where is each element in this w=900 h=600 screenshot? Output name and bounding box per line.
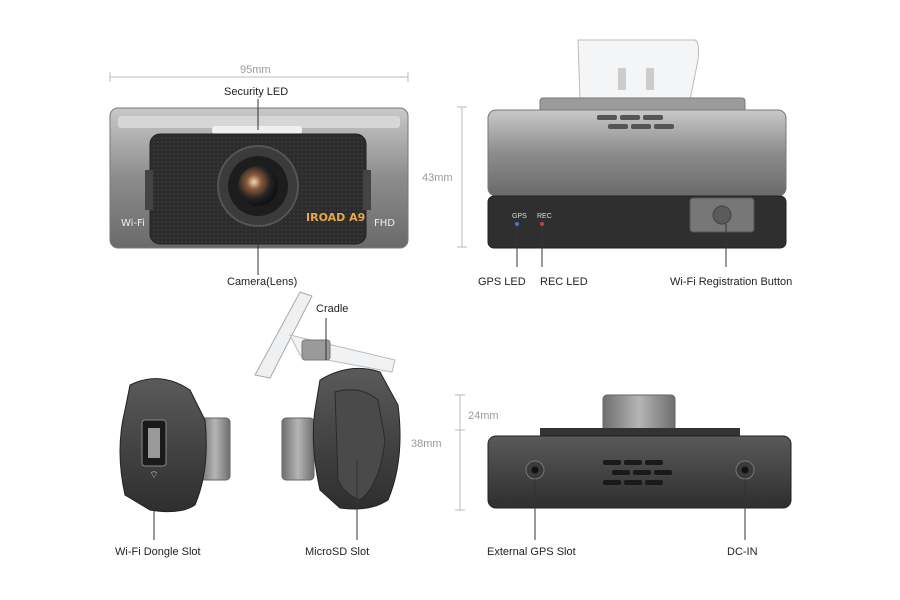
brand-logo: IROAD A9 — [306, 211, 365, 224]
height-dimension: 43mm — [422, 172, 453, 184]
front-view: IROAD A9 Wi-Fi FHD — [109, 72, 409, 275]
rec-led-label: REC LED — [540, 276, 588, 288]
external-gps-slot-label: External GPS Slot — [487, 546, 576, 558]
wifi-mark: Wi-Fi — [121, 218, 145, 229]
side-view-right — [254, 291, 401, 540]
gps-led-label: GPS LED — [478, 276, 526, 288]
gps-mark: GPS — [512, 213, 527, 220]
wifi-dongle-slot-label: Wi-Fi Dongle Slot — [115, 546, 201, 558]
depth-top-dimension: 24mm — [468, 410, 499, 422]
wifi-registration-button-label: Wi-Fi Registration Button — [670, 276, 793, 288]
microsd-slot-label: MicroSD Slot — [305, 546, 370, 558]
dc-in-label: DC-IN — [727, 546, 758, 558]
width-dimension: 95mm — [240, 64, 271, 76]
side-view-left: ⌔ — [119, 378, 231, 540]
rec-mark: REC — [537, 213, 552, 220]
depth-side-dimension: 38mm — [411, 438, 442, 450]
bottom-view — [455, 394, 792, 540]
camera-lens-label: Camera(Lens) — [227, 276, 298, 288]
security-led-label: Security LED — [224, 86, 289, 98]
rear-view: GPS REC — [457, 39, 787, 267]
svg-text:⌔: ⌔ — [149, 470, 158, 481]
cradle-label: Cradle — [316, 303, 349, 315]
fhd-mark: FHD — [374, 218, 395, 229]
